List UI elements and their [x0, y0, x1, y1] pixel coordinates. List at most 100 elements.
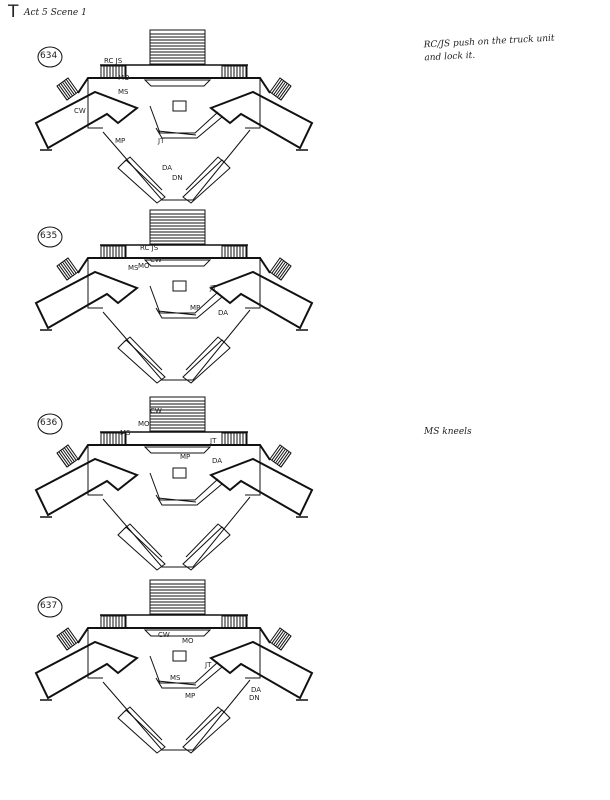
- actor-label: CW: [74, 107, 86, 115]
- trap-box: [172, 280, 187, 292]
- side-wing-platform: [208, 270, 314, 330]
- trap-box: [172, 467, 187, 479]
- actor-label: MS: [128, 264, 139, 272]
- step-unit-edge: [185, 523, 225, 558]
- actor-label: JT: [210, 437, 217, 445]
- stair-tread: [56, 635, 68, 651]
- stair-tread: [273, 260, 285, 275]
- stair-tread: [56, 452, 68, 468]
- step-unit: [182, 709, 231, 754]
- step-unit-edge: [185, 706, 225, 741]
- cue-number: 637: [40, 601, 58, 611]
- side-wing-platform: [208, 457, 314, 517]
- stair-tread: [62, 261, 73, 277]
- stage-diagram-637: [34, 579, 314, 754]
- stair-tread: [56, 85, 68, 101]
- main-outline: [77, 444, 271, 461]
- stair-tread: [56, 265, 68, 281]
- stair-tread: [280, 265, 292, 281]
- stair-tread: [60, 263, 72, 278]
- upstage-step: [143, 446, 212, 454]
- actor-label: JT: [210, 284, 217, 292]
- stair-tread: [273, 447, 285, 462]
- stair-tread: [271, 259, 283, 274]
- step-unit: [117, 526, 166, 571]
- main-outline: [77, 77, 271, 94]
- step-unit: [182, 339, 231, 384]
- upstage-step: [143, 629, 212, 637]
- stage-front-step: [155, 116, 223, 139]
- cue-number-circle: [37, 413, 63, 435]
- stair-tread: [278, 84, 290, 99]
- upstage-step: [143, 259, 212, 267]
- side-wing-platform: [34, 270, 140, 330]
- stair-tread: [62, 81, 73, 97]
- stage-diagram-634: [34, 29, 314, 204]
- step-unit: [182, 159, 231, 204]
- actor-label: MP: [180, 453, 191, 461]
- actor-label: DA: [162, 164, 173, 172]
- stair-tread: [271, 629, 283, 644]
- stage-diagram-635: [34, 209, 314, 384]
- stair-tread: [63, 80, 75, 95]
- actor-label: MS: [120, 429, 131, 437]
- trap-box: [172, 100, 187, 112]
- actor-label: MP: [190, 304, 201, 312]
- actor-label: MO: [138, 420, 150, 428]
- stage-front-step: [155, 483, 223, 506]
- side-wing-platform: [208, 640, 314, 700]
- step-unit-edge: [123, 706, 163, 741]
- stair-tread: [280, 635, 292, 651]
- stair-tread: [278, 264, 290, 279]
- upstage-staircase: [149, 579, 206, 616]
- stage-front-step: [155, 666, 223, 689]
- stair-tread: [275, 261, 286, 277]
- cue-number: 636: [40, 418, 58, 428]
- actor-label: MS: [118, 88, 129, 96]
- stage-front-step: [157, 680, 197, 686]
- side-wing-platform: [34, 90, 140, 150]
- actor-label: CW: [150, 407, 162, 415]
- stage-diagram-636: [34, 396, 314, 571]
- cue-number-circle: [37, 596, 63, 618]
- actor-label: DN: [172, 174, 183, 182]
- actor-label: CW: [150, 256, 162, 264]
- stair-tread: [63, 447, 75, 462]
- step-unit: [117, 159, 166, 204]
- stair-tread: [280, 85, 292, 101]
- stair-tread: [278, 634, 290, 649]
- actor-label: JT: [158, 137, 165, 145]
- step-unit: [117, 709, 166, 754]
- cue-number: 634: [40, 51, 58, 61]
- actor-label: MO: [118, 74, 130, 82]
- step-unit-edge: [185, 336, 225, 371]
- stair-tread: [276, 263, 288, 278]
- actor-label: DA: [212, 457, 223, 465]
- stair-tread: [280, 452, 292, 468]
- stair-tread: [58, 634, 70, 649]
- stair-tread: [58, 84, 70, 99]
- actor-label: DN: [249, 694, 260, 702]
- upstage-staircase: [149, 209, 206, 246]
- stair-tread: [278, 451, 290, 466]
- actor-label: DA: [251, 686, 262, 694]
- stair-tread: [60, 450, 72, 465]
- stair-tread: [62, 448, 73, 464]
- stair-tread: [276, 633, 288, 648]
- thrust-outline: [102, 309, 251, 381]
- stair-tread: [63, 630, 75, 645]
- cue-number: 635: [40, 231, 58, 241]
- stair-tread: [271, 446, 283, 461]
- stair-tread: [276, 83, 288, 98]
- actor-label: JT: [205, 661, 212, 669]
- actor-label: MO: [138, 262, 150, 270]
- main-outline: [77, 257, 271, 274]
- thrust-outline: [102, 496, 251, 568]
- stair-tread: [65, 629, 77, 644]
- upstage-step: [143, 79, 212, 87]
- cue-number-circle: [37, 226, 63, 248]
- upstage-staircase: [149, 29, 206, 66]
- actor-label: MP: [185, 692, 196, 700]
- side-wing-platform: [34, 640, 140, 700]
